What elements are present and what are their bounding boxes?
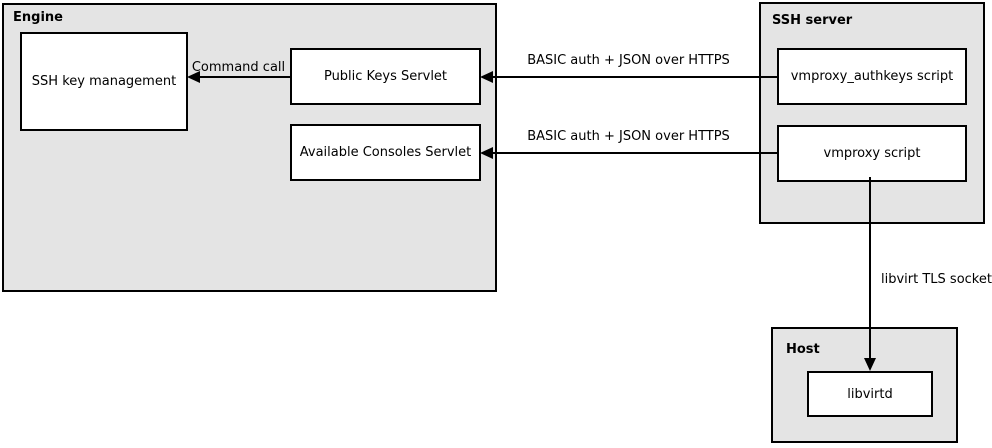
basic-auth-public-keys-edge-label: BASIC auth + JSON over HTTPS	[527, 53, 730, 68]
libvirt-tls-edge-line	[869, 177, 871, 360]
node-available-consoles-servlet: Available Consoles Servlet	[290, 124, 481, 181]
basic-auth-consoles-arrowhead-icon	[480, 147, 493, 159]
command-call-arrowhead-icon	[187, 71, 200, 83]
node-libvirtd-label: libvirtd	[847, 386, 893, 402]
libvirt-tls-arrowhead-icon	[864, 358, 876, 371]
ssh-server-title: SSH server	[772, 13, 853, 28]
basic-auth-consoles-edge-label: BASIC auth + JSON over HTTPS	[527, 129, 730, 144]
command-call-edge-line	[197, 76, 290, 78]
node-vmproxy-authkeys-script-label: vmproxy_authkeys script	[790, 69, 954, 84]
node-vmproxy-script-label: vmproxy script	[823, 146, 921, 161]
node-ssh-key-management-label: SSH key management	[31, 74, 177, 89]
command-call-edge-label: Command call	[191, 60, 286, 75]
node-libvirtd: libvirtd	[807, 371, 933, 417]
libvirt-tls-edge-label: libvirt TLS socket	[881, 272, 992, 287]
basic-auth-consoles-edge-line	[490, 152, 777, 154]
node-public-keys-servlet: Public Keys Servlet	[290, 48, 481, 105]
engine-title: Engine	[13, 10, 63, 25]
basic-auth-public-keys-arrowhead-icon	[480, 71, 493, 83]
node-vmproxy-authkeys-script: vmproxy_authkeys script	[777, 48, 967, 105]
node-vmproxy-script: vmproxy script	[777, 125, 967, 182]
host-container: Host libvirtd	[771, 327, 958, 443]
host-title: Host	[786, 342, 820, 357]
basic-auth-public-keys-edge-line	[490, 76, 777, 78]
node-ssh-key-management: SSH key management	[20, 32, 188, 131]
node-public-keys-servlet-label: Public Keys Servlet	[323, 69, 448, 84]
node-available-consoles-servlet-label: Available Consoles Servlet	[299, 145, 472, 160]
engine-container: Engine SSH key management Public Keys Se…	[2, 3, 497, 292]
ssh-server-container: SSH server vmproxy_authkeys script vmpro…	[759, 2, 985, 224]
